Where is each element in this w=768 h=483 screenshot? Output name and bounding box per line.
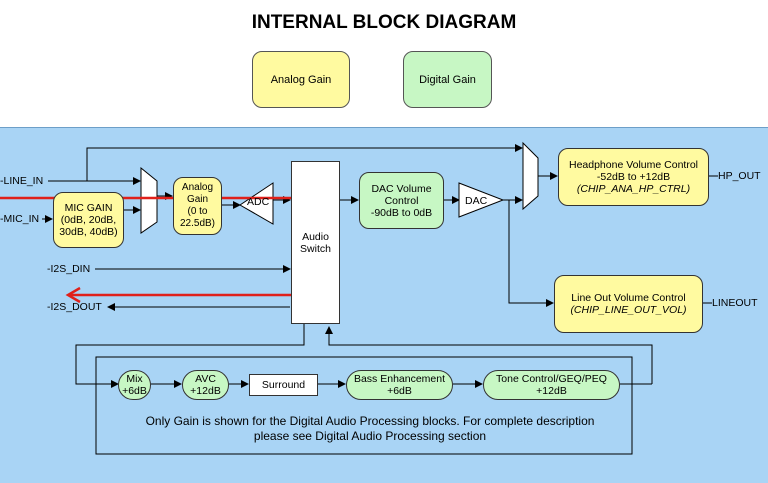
hp-volume-line2: -52dB to +12dB <box>596 171 671 183</box>
hp-volume-line1: Headphone Volume Control <box>568 159 698 171</box>
mix-line2: +6dB <box>122 385 147 397</box>
input-mux <box>140 166 158 234</box>
bass-enhancement-block: Bass Enhancement +6dB <box>346 370 453 400</box>
line-in-text: LINE_IN <box>3 175 44 187</box>
avc-block: AVC +12dB <box>182 370 229 400</box>
dsp-note: Only Gain is shown for the Digital Audio… <box>100 414 640 444</box>
audio-switch-block: Audio Switch <box>291 161 340 324</box>
legend-analog-gain: Analog Gain <box>252 51 350 108</box>
mic-gain-line2: (0dB, 20dB, <box>60 214 117 226</box>
surround-block: Surround <box>249 374 318 396</box>
dac-volume-block: DAC Volume Control -90dB to 0dB <box>359 172 444 229</box>
analog-gain-line2: Gain <box>186 194 209 205</box>
red-signal-path <box>0 188 327 304</box>
i2s-din-label: -I2S_DIN <box>47 263 91 275</box>
audio-switch-line2: Switch <box>300 242 331 255</box>
tone-line2: +12dB <box>536 385 567 397</box>
dsp-note-line2: please see Digital Audio Processing sect… <box>253 429 487 443</box>
line-in-label: -LINE_IN <box>0 175 44 187</box>
mic-in-text: MIC_IN <box>3 213 40 225</box>
bass-line1: Bass Enhancement <box>353 373 446 385</box>
i2s-dout-text: I2S_DOUT <box>50 301 102 313</box>
dac-label: DAC <box>465 195 488 207</box>
bass-line2: +6dB <box>387 385 412 397</box>
legend-analog-label: Analog Gain <box>270 73 332 86</box>
lineout-label: LINEOUT <box>712 297 758 309</box>
dsp-frame <box>95 356 633 455</box>
lineout-volume-line1: Line Out Volume Control <box>571 292 686 304</box>
hp-volume-line3: (CHIP_ANA_HP_CTRL) <box>576 183 691 195</box>
mic-gain-line3: 30dB, 40dB) <box>59 226 118 238</box>
legend-digital-label: Digital Gain <box>419 73 476 86</box>
hp-out-label: HP_OUT <box>718 170 761 182</box>
mix-line1: Mix <box>126 373 143 385</box>
dac-volume-line3: -90dB to 0dB <box>370 206 433 219</box>
analog-gain-block: Analog Gain (0 to 22.5dB) <box>173 177 222 235</box>
adc-triangle <box>239 182 274 225</box>
analog-gain-line4: 22.5dB) <box>179 218 216 229</box>
hp-volume-block: Headphone Volume Control -52dB to +12dB … <box>558 148 709 206</box>
adc-label: ADC <box>247 196 270 208</box>
dsp-note-line1: Only Gain is shown for the Digital Audio… <box>145 414 595 428</box>
output-mux <box>522 141 539 211</box>
analog-gain-line1: Analog <box>181 182 214 193</box>
legend-digital-gain: Digital Gain <box>403 51 492 108</box>
avc-line1: AVC <box>195 373 216 385</box>
dac-volume-line1: DAC Volume <box>371 182 432 195</box>
lineout-volume-line2: (CHIP_LINE_OUT_VOL) <box>570 304 687 316</box>
mix-block: Mix +6dB <box>118 370 151 400</box>
dac-triangle <box>458 182 505 218</box>
audio-switch-line1: Audio <box>302 230 329 243</box>
tone-line1: Tone Control/GEQ/PEQ <box>496 373 607 385</box>
i2s-din-text: I2S_DIN <box>50 263 91 275</box>
surround-label: Surround <box>261 379 306 391</box>
mic-gain-line1: MIC GAIN <box>64 202 113 214</box>
dac-volume-line2: Control <box>384 194 419 207</box>
lineout-volume-block: Line Out Volume Control (CHIP_LINE_OUT_V… <box>554 275 703 333</box>
mic-gain-block: MIC GAIN (0dB, 20dB, 30dB, 40dB) <box>53 192 124 248</box>
diagram-title: INTERNAL BLOCK DIAGRAM <box>251 12 517 33</box>
tone-control-block: Tone Control/GEQ/PEQ +12dB <box>483 370 620 400</box>
avc-line2: +12dB <box>190 385 221 397</box>
analog-gain-line3: (0 to <box>187 206 208 217</box>
mic-in-label: -MIC_IN <box>0 213 40 225</box>
i2s-dout-label: -I2S_DOUT <box>47 301 102 313</box>
